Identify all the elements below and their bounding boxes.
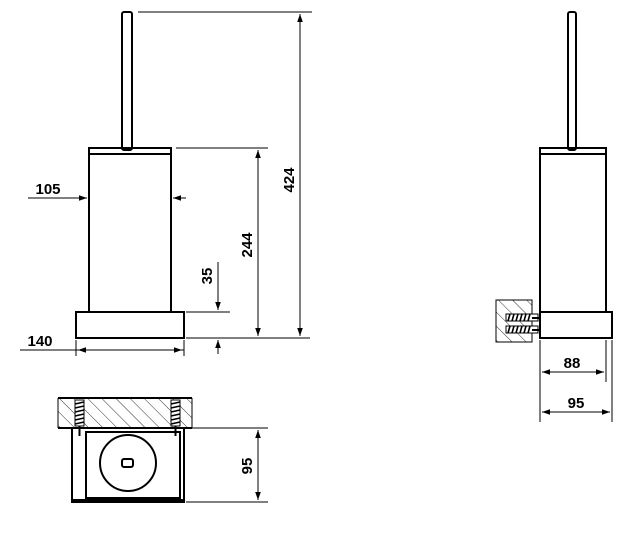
brush-handle (121, 11, 133, 151)
side-view: 88 95 (495, 11, 613, 422)
top-view: 95 (57, 397, 268, 503)
top-body (85, 431, 181, 499)
front-view: 424 244 35 105 140 (20, 11, 312, 356)
dim-label-105: 105 (35, 181, 60, 198)
dim-label-140: 140 (27, 333, 52, 350)
side-brush-handle (567, 11, 577, 151)
dim-label-424: 424 (281, 167, 298, 193)
holder-base (75, 311, 185, 339)
side-holder-base (539, 311, 613, 339)
dim-label-95-side: 95 (568, 395, 585, 412)
container-circle (99, 434, 157, 492)
handle-top-square (121, 458, 134, 468)
dim-label-88: 88 (564, 355, 581, 372)
dim-label-95-top: 95 (239, 458, 256, 475)
side-holder-body (539, 153, 607, 313)
dim-label-244: 244 (239, 232, 256, 258)
side-wall-screws (505, 313, 540, 334)
wall-screw-right (170, 399, 181, 436)
dim-label-35: 35 (199, 268, 216, 285)
holder-body (88, 153, 172, 313)
wall-screw-left (74, 399, 85, 436)
top-bracket (71, 427, 185, 503)
